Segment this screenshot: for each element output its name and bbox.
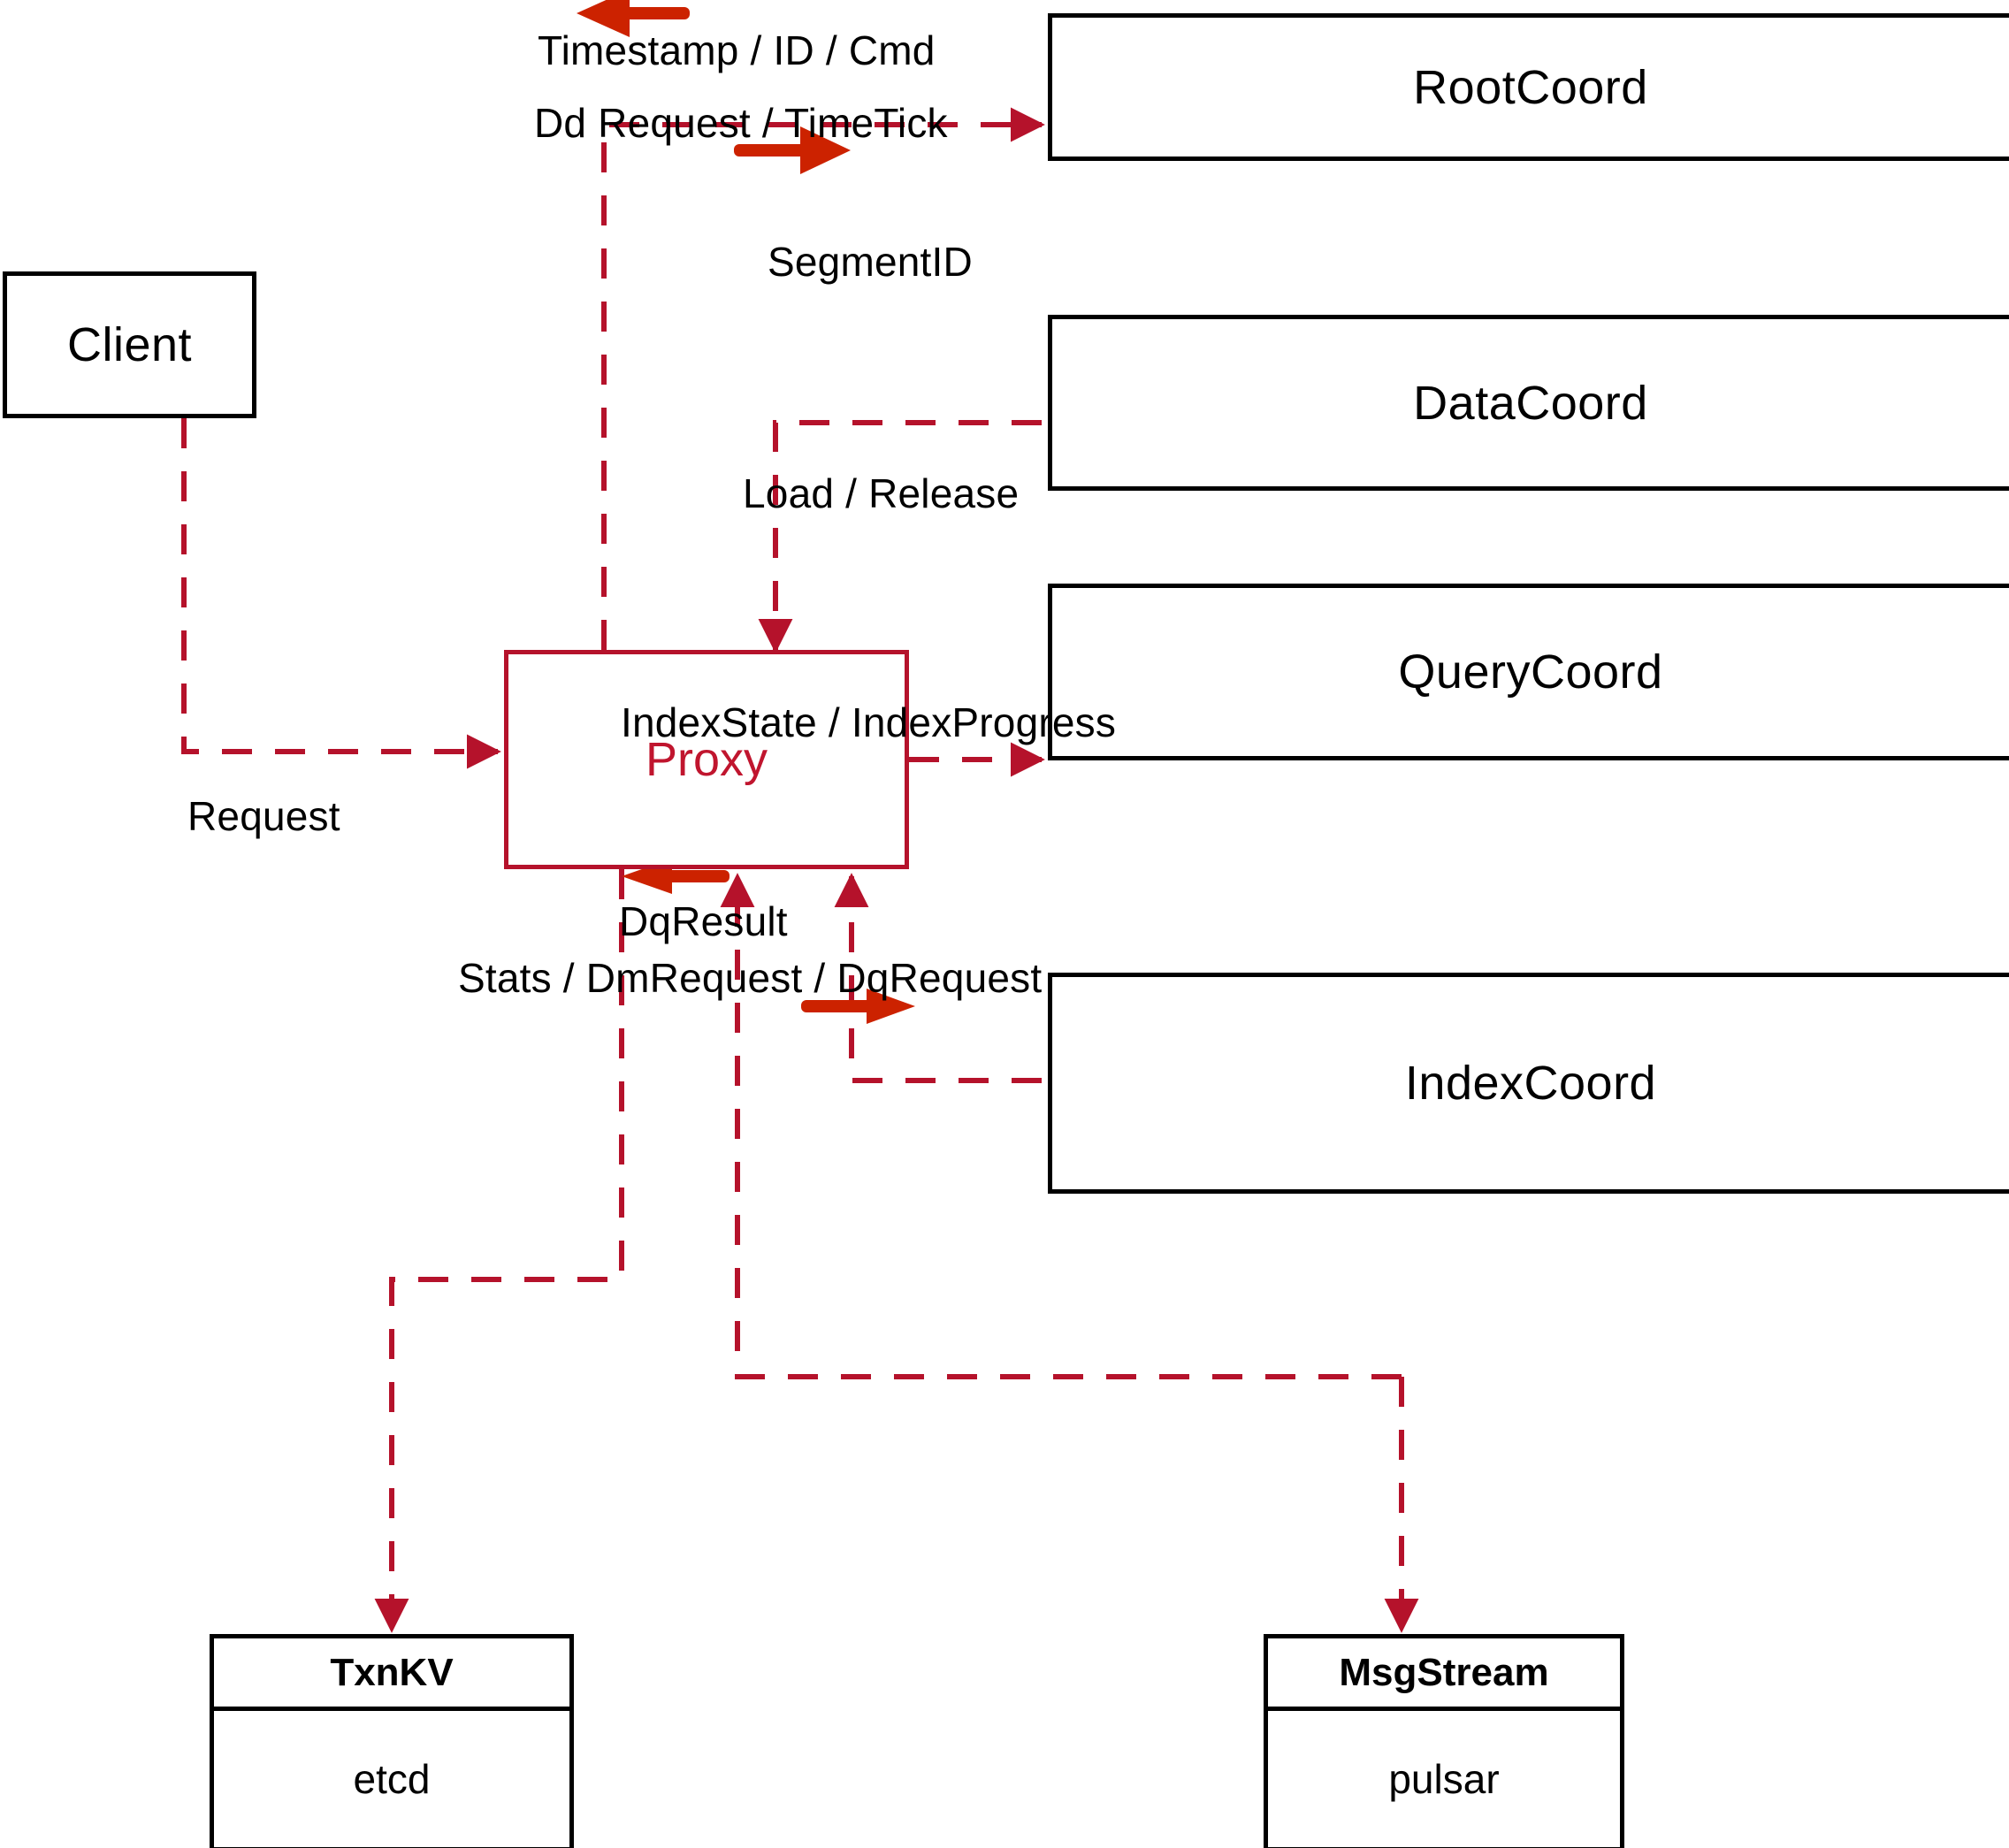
node-proxy[interactable]: Proxy [504, 650, 909, 869]
node-indexcoord[interactable]: IndexCoord [1048, 973, 2009, 1194]
edge-label-dd-request-timetick: Dd Request / TimeTick [534, 100, 948, 146]
node-querycoord[interactable]: QueryCoord [1048, 584, 2009, 760]
node-querycoord-label: QueryCoord [1398, 645, 1663, 699]
store-txnkv-impl: etcd [353, 1756, 431, 1802]
node-datacoord-label: DataCoord [1413, 376, 1648, 430]
edge-label-segmentid: SegmentID [768, 239, 973, 285]
node-rootcoord[interactable]: RootCoord [1048, 13, 2009, 161]
edge-label-load-release: Load / Release [743, 470, 1020, 516]
store-msgstream-header: MsgStream [1268, 1638, 1620, 1711]
edge-label-request: Request [187, 793, 340, 839]
store-msgstream-title: MsgStream [1339, 1650, 1549, 1694]
store-txnkv[interactable]: TxnKV etcd [210, 1634, 574, 1848]
edge-label-timestamp-id-cmd: Timestamp / ID / Cmd [538, 27, 936, 73]
node-client-label: Client [66, 318, 193, 371]
edge-proxy-rootcoord [601, 107, 1045, 650]
edge-client-proxy [181, 418, 501, 769]
store-txnkv-title: TxnKV [330, 1650, 454, 1694]
node-rootcoord-label: RootCoord [1413, 60, 1648, 114]
edge-label-stats-dmrequest-dqrequest: Stats / DmRequest / DqRequest [458, 955, 1043, 1001]
edge-label-indexstate-indexprogress: IndexState / IndexProgress [621, 699, 1117, 745]
store-txnkv-header: TxnKV [214, 1638, 569, 1711]
node-datacoord[interactable]: DataCoord [1048, 315, 2009, 491]
store-msgstream[interactable]: MsgStream pulsar [1264, 1634, 1624, 1848]
node-proxy-label: Proxy [645, 733, 768, 786]
store-msgstream-impl: pulsar [1388, 1756, 1500, 1802]
store-txnkv-body: etcd [214, 1711, 569, 1847]
node-indexcoord-label: IndexCoord [1404, 1057, 1657, 1110]
edge-label-dqresult: DqResult [619, 898, 788, 944]
store-msgstream-body: pulsar [1268, 1711, 1620, 1847]
node-client[interactable]: Client [3, 271, 256, 418]
